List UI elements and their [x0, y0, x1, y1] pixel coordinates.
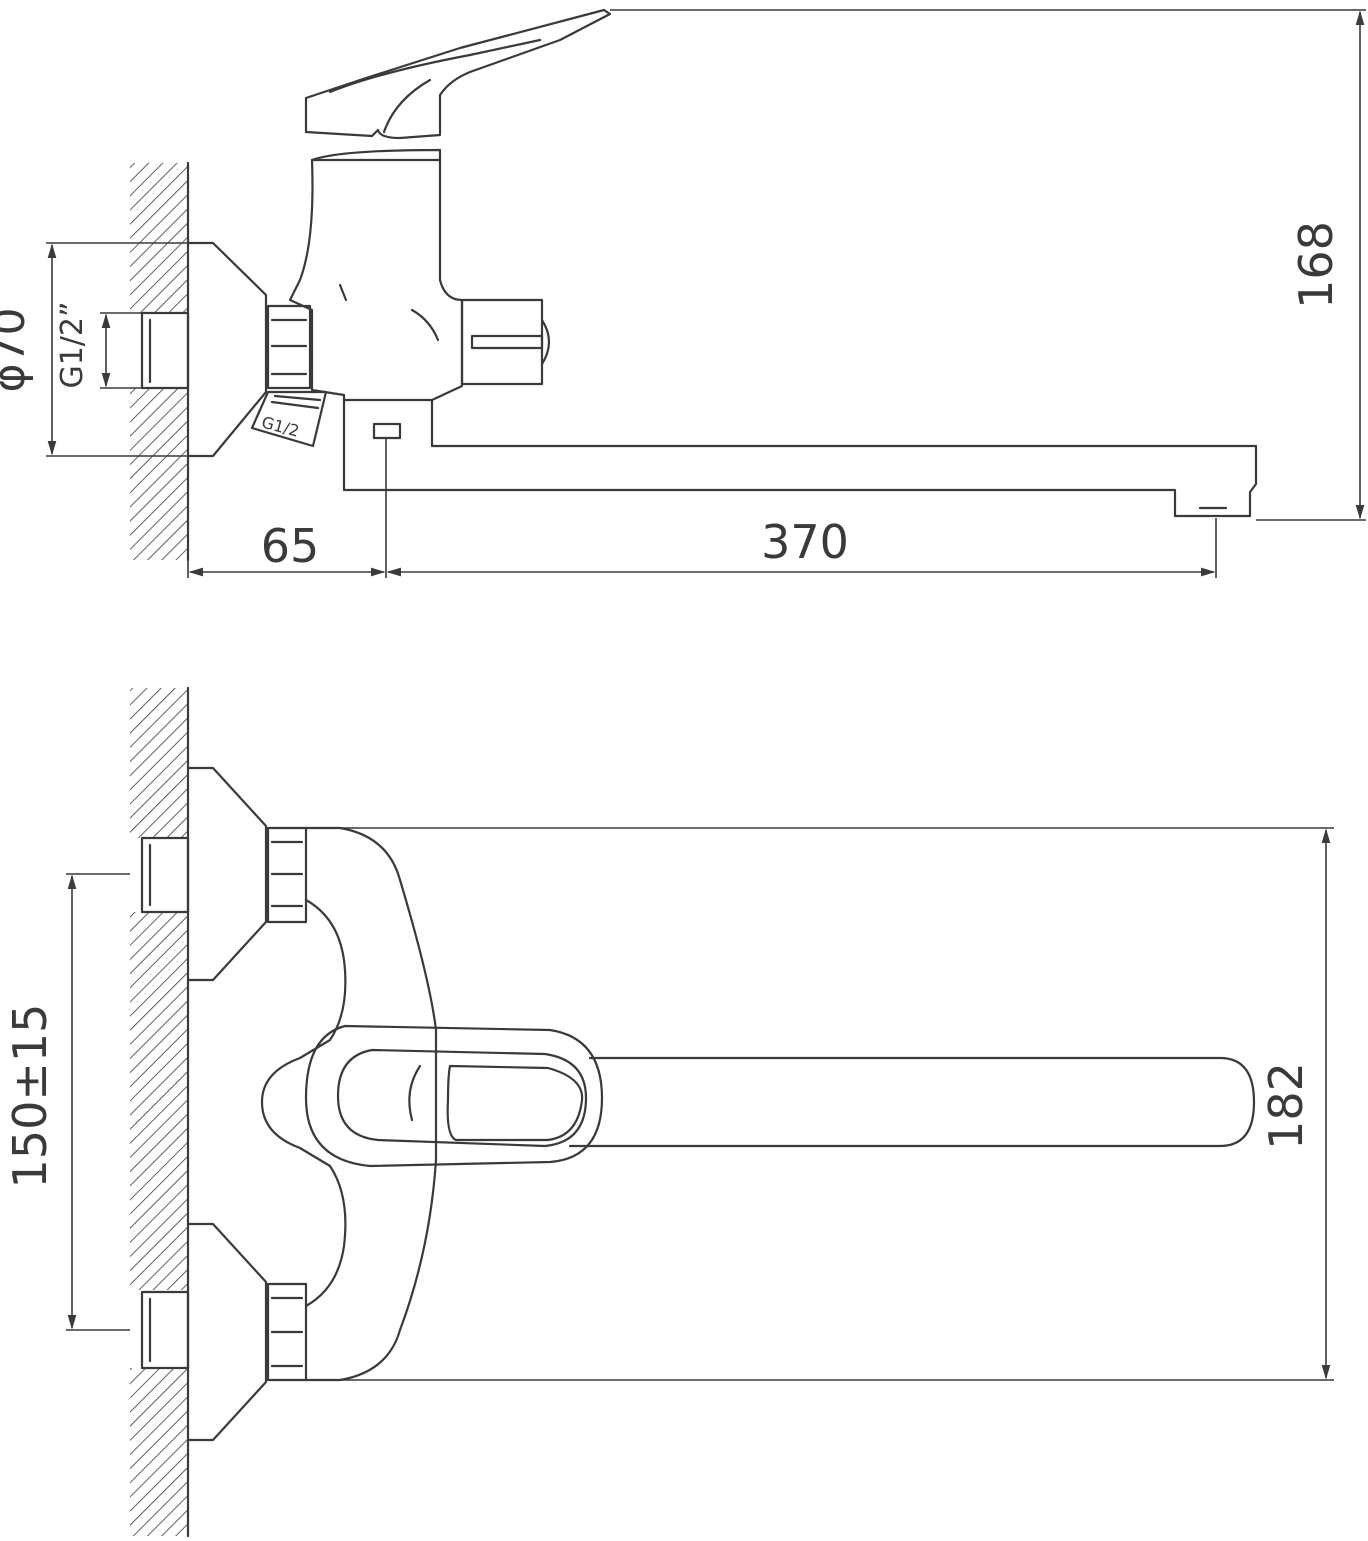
dimension-65-370: 65 370 [187, 438, 1217, 578]
side-view: 168 65 370 φ70 G1/2” G1/2 [0, 8, 1366, 578]
label-65: 65 [261, 519, 320, 573]
spout-top [342, 398, 1258, 518]
lever-inner-curve [382, 78, 432, 134]
label-182: 182 [1259, 1062, 1313, 1150]
wall-hatch-bottom [130, 686, 190, 1538]
mixer-body-bottom [304, 826, 438, 1382]
body-detail-line [338, 283, 348, 302]
spout-bottom [568, 1056, 1256, 1148]
label-370: 370 [761, 515, 849, 569]
inlet-upper [140, 766, 308, 982]
label-phi70: φ70 [0, 307, 35, 392]
lever-highlight [328, 38, 542, 94]
label-g12-left: G1/2” [55, 301, 90, 388]
wall-flange-top [186, 241, 268, 458]
eccentric-fitting-top [140, 311, 190, 390]
diverter-knob-top[interactable] [460, 298, 551, 386]
dimension-168: 168 [610, 9, 1366, 521]
top-view: 150±15 182 [3, 686, 1334, 1538]
inlet-lower [140, 1222, 308, 1442]
wall-hatch-top [130, 161, 190, 562]
body-detail-arc [410, 308, 440, 342]
label-150: 150±15 [3, 1004, 57, 1189]
dimension-182: 182 [306, 827, 1334, 1381]
lever-handle-bottom[interactable] [304, 1024, 604, 1168]
lever-handle-top[interactable] [304, 8, 612, 140]
dimension-g12-left: G1/2” [55, 301, 142, 389]
cartridge-cap [310, 148, 442, 162]
body-inner-curve [260, 898, 347, 1308]
dimension-150: 150±15 [3, 873, 130, 1331]
dimension-phi70: φ70 [0, 242, 188, 457]
label-168: 168 [1289, 221, 1343, 309]
mixer-body-top [288, 158, 464, 402]
connector-nut-top [266, 304, 312, 390]
eccentric-thread-part [250, 390, 328, 448]
